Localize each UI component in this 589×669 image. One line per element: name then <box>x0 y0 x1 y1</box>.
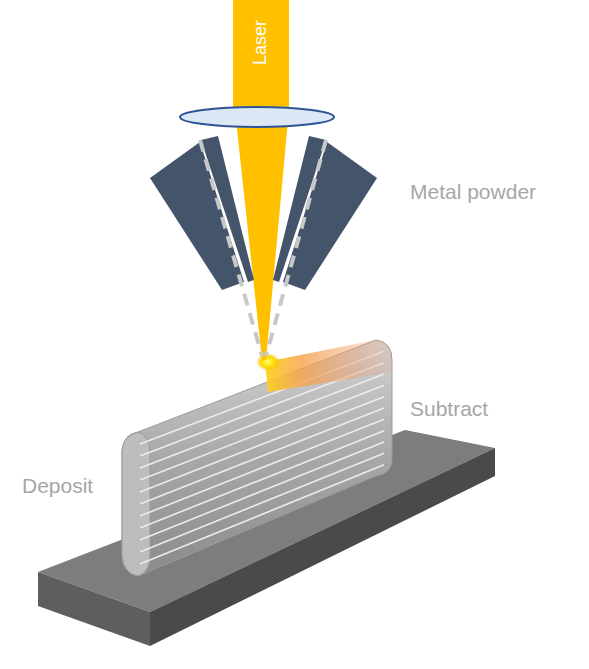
deposit-label: Deposit <box>22 474 93 498</box>
laser-beam <box>233 0 289 360</box>
subtract-label: Subtract <box>410 397 488 421</box>
powder-nozzle <box>150 136 377 290</box>
layer-line <box>140 442 384 540</box>
layer-line <box>140 397 384 492</box>
powder-label: Metal powder <box>410 180 536 204</box>
layer-line <box>140 385 384 480</box>
focusing-lens <box>180 107 334 127</box>
layer-line <box>140 465 384 564</box>
layer-line <box>140 374 384 468</box>
deposit-wall <box>122 340 392 576</box>
laser-label: Laser <box>251 19 272 64</box>
layer-line <box>140 453 384 552</box>
powder-stream <box>200 140 326 356</box>
